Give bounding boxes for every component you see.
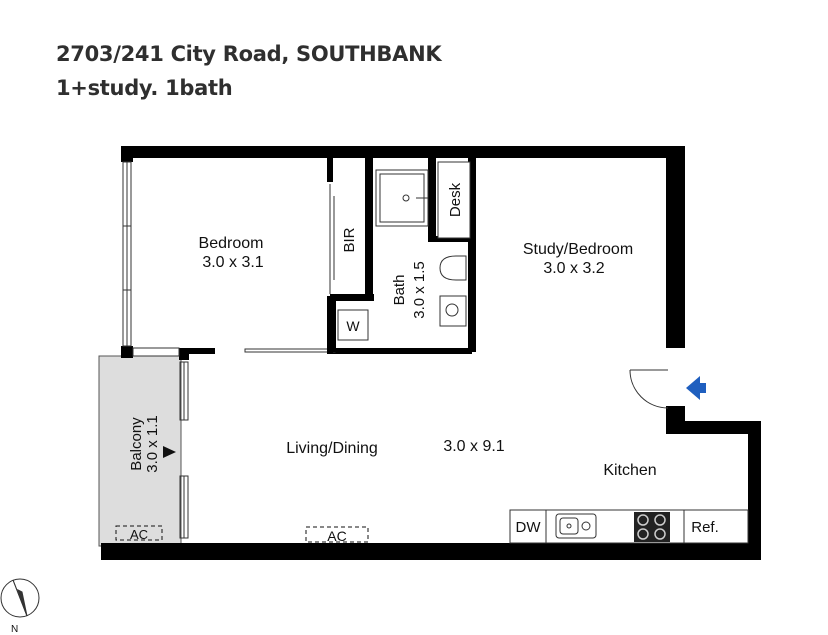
kitchen-bench [509, 509, 749, 544]
exterior-walls [101, 146, 761, 560]
compass-icon [0, 578, 40, 618]
bath-dims: 3.0 x 1.5 [411, 261, 428, 319]
balcony-entry-arrow-icon [163, 446, 176, 458]
interior-walls [189, 158, 476, 354]
living-dims: 3.0 x 9.1 [443, 438, 504, 455]
washer-label: W [346, 318, 360, 334]
balcony-ac-unit [115, 525, 163, 541]
bir-label: BIR [341, 227, 358, 252]
living-name: Living/Dining [286, 440, 378, 457]
study-dims: 3.0 x 3.2 [543, 260, 604, 277]
compass-north-label: N [11, 624, 18, 635]
bedroom-name: Bedroom [199, 235, 264, 252]
living-ac-unit [305, 526, 369, 543]
shower-icon [375, 169, 429, 227]
basin-icon [439, 295, 467, 327]
cooktop-icon [634, 512, 670, 542]
property-summary: 1+study. 1bath [56, 76, 233, 100]
desk-label: Desk [447, 182, 464, 217]
bedroom-window [122, 161, 132, 347]
balcony-dims: 3.0 x 1.1 [144, 415, 161, 473]
dishwasher-label: DW [516, 519, 542, 536]
sink-icon [555, 513, 597, 539]
balcony-sliding-door [179, 361, 189, 539]
entry-door [629, 369, 669, 409]
washer-box [337, 309, 369, 341]
kitchen-name: Kitchen [603, 462, 656, 479]
fridge-label: Ref. [691, 519, 719, 536]
balcony-name: Balcony [128, 417, 145, 471]
desk [437, 161, 471, 239]
bedroom-dims: 3.0 x 3.1 [202, 254, 263, 271]
living-ac-label: AC [327, 528, 346, 544]
balcony-ac-label: AC [130, 527, 148, 542]
property-address: 2703/241 City Road, SOUTHBANK [56, 42, 442, 66]
entry-arrow-icon [686, 376, 706, 400]
toilet-icon [439, 255, 467, 281]
bath-name: Bath [391, 275, 408, 306]
balcony-bedroom-window [132, 347, 180, 357]
bir-sliding-door [329, 184, 335, 294]
study-name: Study/Bedroom [523, 241, 633, 258]
